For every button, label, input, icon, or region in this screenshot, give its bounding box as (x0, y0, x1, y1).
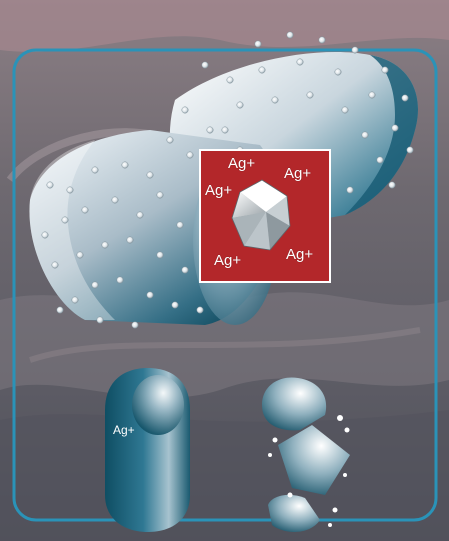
silver-particle (156, 191, 164, 199)
silver-particle (201, 61, 209, 69)
silver-particle (254, 40, 262, 48)
silver-particle (406, 146, 414, 154)
silver-particle (236, 101, 244, 109)
silver-particle (206, 126, 214, 134)
silver-particle (51, 261, 59, 269)
dissolving-pill-shards (262, 377, 350, 532)
silver-particle (351, 46, 359, 54)
silver-particle (401, 94, 409, 102)
silver-particle (296, 58, 304, 66)
silver-particle (306, 91, 314, 99)
silver-particle (181, 106, 189, 114)
silver-particle (341, 106, 349, 114)
silver-particle (41, 231, 49, 239)
silver-particle (131, 321, 139, 329)
silver-pill (105, 368, 190, 532)
silver-particle (181, 266, 189, 274)
skin-fold-top (0, 0, 449, 52)
silver-particle (221, 126, 229, 134)
silver-particles (41, 31, 414, 329)
silver-particle (271, 96, 279, 104)
silver-particle (46, 181, 54, 189)
silver-particle (226, 76, 234, 84)
silver-particle (126, 236, 134, 244)
silver-particle (91, 281, 99, 289)
silver-particle (286, 31, 294, 39)
silver-particle (176, 221, 184, 229)
frame-border (12, 48, 438, 522)
ion-label: Ag+ (286, 246, 314, 263)
silver-particle (166, 136, 174, 144)
silver-particle (146, 171, 154, 179)
ion-label: Ag+ (205, 182, 233, 199)
silver-particle (56, 306, 64, 314)
silver-particle (61, 216, 69, 224)
skin-crease-2 (29, 327, 421, 363)
silver-particle (156, 251, 164, 259)
silver-particle (368, 91, 376, 99)
silver-particle (258, 66, 266, 74)
silver-particle (376, 156, 384, 164)
silver-particle (111, 196, 119, 204)
silver-particle (334, 68, 342, 76)
silver-particle (391, 124, 399, 132)
silver-particle (66, 186, 74, 194)
silver-particle (346, 186, 354, 194)
silver-particle (146, 291, 154, 299)
ion-label: Ag+ (228, 155, 256, 172)
silver-particle (186, 151, 194, 159)
silver-particle (116, 276, 124, 284)
silver-particle (71, 296, 79, 304)
silver-particle (318, 36, 326, 44)
silver-particle (171, 301, 179, 309)
silver-particle (388, 181, 396, 189)
silver-particle (136, 211, 144, 219)
silver-particle (96, 316, 104, 324)
pill-ion-label: Ag+ (113, 423, 135, 437)
ion-label: Ag+ (214, 252, 242, 269)
silver-particle (361, 131, 369, 139)
ion-label: Ag+ (284, 165, 312, 182)
silver-particle (381, 66, 389, 74)
silver-crystal-icon (231, 179, 291, 251)
silver-particle (76, 251, 84, 259)
silver-particle (121, 161, 129, 169)
silver-particle (101, 241, 109, 249)
silver-particle (196, 306, 204, 314)
silver-particle (81, 206, 89, 214)
silver-particle (91, 166, 99, 174)
dressing-cylinder-back-shade (345, 55, 418, 215)
